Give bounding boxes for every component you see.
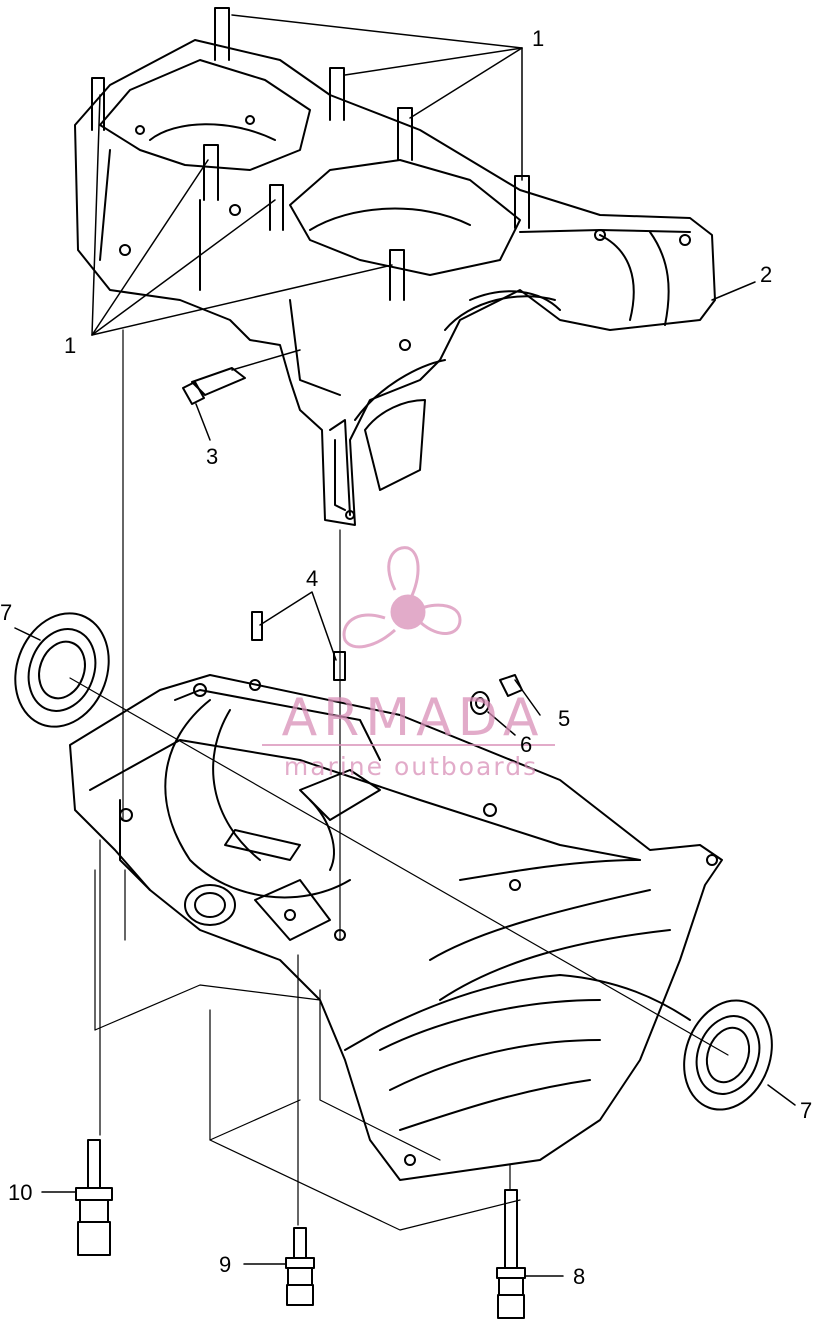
bolt-10: [41, 1139, 113, 1256]
crankcase-studs: [91, 7, 530, 301]
phantom-lines: [94, 869, 521, 1231]
watermark-title: ARMADA: [281, 688, 545, 748]
watermark-subtitle: marine outboards: [283, 752, 539, 781]
callout-6: 6: [520, 732, 533, 757]
oil-seal-right: [683, 999, 796, 1111]
bolt-8: [496, 1189, 564, 1319]
callout-8: 8: [573, 1264, 586, 1289]
callout-2-leader: [711, 281, 756, 301]
part-4-dowels: [251, 591, 346, 681]
callout-2: 2: [760, 262, 773, 287]
callout-5: 5: [558, 706, 571, 731]
callout-10: 10: [8, 1180, 33, 1205]
bolt-9: [243, 1227, 315, 1306]
lower-crankcase-half: [69, 674, 723, 1181]
parts-5-6: [470, 674, 541, 736]
callout-3: 3: [206, 444, 219, 469]
callout-9: 9: [219, 1252, 232, 1277]
watermark-propeller-logo: [342, 546, 462, 649]
callout-7-left: 7: [0, 600, 13, 625]
part-3-bolt: [182, 349, 301, 441]
callout-1-left: 1: [64, 333, 77, 358]
alignment-lines: [99, 329, 511, 1226]
oil-seal-left: [14, 612, 110, 728]
callout-1-top: 1: [532, 26, 545, 51]
callout-1-leaders: [91, 14, 523, 336]
callout-7-right: 7: [800, 1098, 813, 1123]
callout-4: 4: [306, 566, 319, 591]
upper-crankcase-half: [74, 39, 716, 526]
